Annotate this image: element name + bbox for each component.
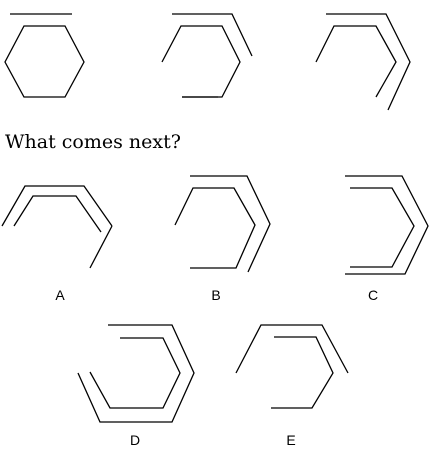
- option-e-figure[interactable]: [235, 324, 349, 409]
- option-d-figure[interactable]: [77, 324, 195, 423]
- option-b-figure[interactable]: [174, 175, 271, 273]
- option-c-figure[interactable]: [345, 175, 429, 275]
- option-label-c[interactable]: C: [367, 287, 379, 303]
- option-label-a[interactable]: A: [55, 287, 65, 303]
- question-text: What comes next?: [5, 131, 181, 153]
- option-a-figure[interactable]: [1, 185, 113, 269]
- sequence-figure-3: [315, 13, 411, 111]
- option-label-b[interactable]: B: [211, 287, 221, 303]
- sequence-figure-2: [161, 13, 253, 98]
- option-label-e[interactable]: E: [286, 432, 296, 448]
- sequence-figure-1: [4, 13, 85, 98]
- option-label-d[interactable]: D: [129, 432, 141, 448]
